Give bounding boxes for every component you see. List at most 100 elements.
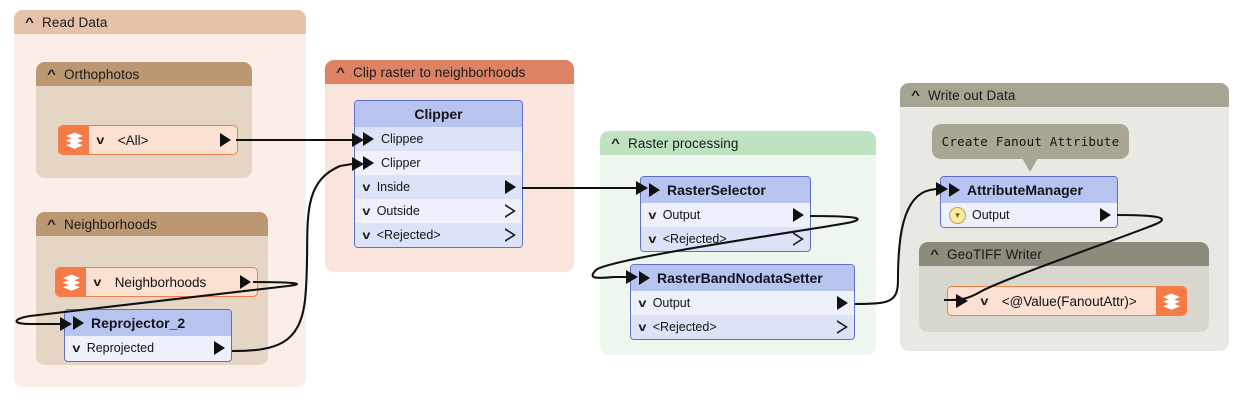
output-port-arrow-icon[interactable] [837, 296, 848, 310]
input-port-arrow-icon[interactable] [949, 183, 960, 197]
port-label: Inside [376, 180, 411, 194]
conditional-output-icon[interactable]: ▾ [949, 206, 966, 224]
port-clipper-clippee[interactable]: Clippee [355, 127, 522, 151]
group-clip-raster-title: Clip raster to neighborhoods [353, 64, 526, 80]
group-read-data-title: Read Data [42, 14, 108, 30]
port-label: <Rejected> [652, 320, 717, 334]
feature-type-all-label: <All> [117, 132, 149, 148]
port-raster-selector-output[interactable]: v Output [641, 203, 810, 227]
chevron-down-icon[interactable]: v [362, 204, 371, 218]
node-attribute-manager-label: AttributeManager [967, 182, 1083, 198]
chevron-down-icon[interactable]: v [362, 228, 371, 242]
input-port-arrow-icon[interactable] [363, 132, 374, 146]
port-label: <Rejected> [376, 228, 441, 242]
chevron-down-icon[interactable]: v [638, 320, 647, 334]
node-clipper-label: Clipper [414, 106, 463, 122]
group-orthophotos[interactable]: ^ Orthophotos [36, 62, 252, 178]
node-attribute-manager-title[interactable]: AttributeManager [941, 177, 1117, 203]
annotation-create-fanout-attribute[interactable]: Create Fanout Attribute [932, 124, 1129, 159]
port-label: Output [652, 296, 691, 310]
output-port-arrow-icon[interactable] [240, 275, 251, 289]
output-port-arrow-outline-icon[interactable] [505, 204, 516, 218]
output-port-arrow-outline-icon[interactable] [793, 232, 804, 246]
output-port-arrow-icon[interactable] [220, 133, 231, 147]
input-port-arrow-icon[interactable] [363, 156, 374, 170]
group-clip-raster-header[interactable]: ^ Clip raster to neighborhoods [325, 60, 574, 84]
node-attribute-manager[interactable]: AttributeManager ▾ Output [940, 176, 1118, 228]
chevron-down-icon[interactable]: v [648, 232, 657, 246]
port-clipper-outside[interactable]: v Outside [355, 199, 522, 223]
node-raster-band-nodata-setter[interactable]: RasterBandNodataSetter v Output v <Rejec… [630, 264, 855, 340]
output-port-arrow-icon[interactable] [505, 180, 516, 194]
port-raster-band-nodata-setter-rejected[interactable]: v <Rejected> [631, 315, 854, 339]
output-port-arrow-icon[interactable] [1100, 208, 1111, 222]
port-clipper-inside[interactable]: v Inside [355, 175, 522, 199]
chevron-down-icon[interactable]: v [638, 296, 647, 310]
chevron-down-icon[interactable]: v [362, 180, 371, 194]
chevron-down-icon[interactable]: v [648, 208, 657, 222]
group-orthophotos-header[interactable]: ^ Orthophotos [36, 62, 252, 86]
group-geotiff-writer-title: GeoTIFF Writer [947, 246, 1042, 262]
chevron-up-icon[interactable]: ^ [336, 65, 345, 79]
node-reprojector-2-label: Reprojector_2 [91, 315, 186, 331]
chevron-up-icon[interactable]: ^ [911, 88, 920, 102]
chevron-up-icon[interactable]: ^ [47, 217, 56, 231]
port-label: Outside [376, 204, 420, 218]
chevron-down-icon[interactable]: v [72, 341, 81, 355]
chevron-up-icon[interactable]: ^ [930, 247, 939, 261]
port-label: Output [662, 208, 701, 222]
port-label: Output [972, 208, 1010, 222]
output-port-arrow-icon[interactable] [214, 341, 225, 355]
chevron-down-icon[interactable]: v [93, 275, 102, 289]
group-write-out-data-header[interactable]: ^ Write out Data [900, 83, 1229, 107]
port-clipper-clipper[interactable]: Clipper [355, 151, 522, 175]
node-raster-selector-title[interactable]: RasterSelector [641, 177, 810, 203]
chevron-down-icon[interactable]: v [980, 294, 989, 308]
group-read-data-header[interactable]: ^ Read Data [14, 10, 306, 34]
port-label: Clipper [381, 156, 421, 170]
port-label: Reprojected [86, 341, 155, 355]
feature-type-neighborhoods-body[interactable]: v Neighborhoods [86, 268, 257, 296]
feature-type-all-body[interactable]: v <All> [89, 126, 237, 154]
node-clipper-title[interactable]: Clipper [355, 101, 522, 127]
node-raster-band-nodata-setter-title[interactable]: RasterBandNodataSetter [631, 265, 854, 291]
input-port-arrow-icon[interactable] [639, 271, 650, 285]
node-raster-band-nodata-setter-label: RasterBandNodataSetter [657, 270, 823, 286]
port-label: <Rejected> [662, 232, 727, 246]
group-raster-processing-header[interactable]: ^ Raster processing [600, 131, 876, 155]
node-reprojector-2[interactable]: Reprojector_2 v Reprojected [64, 309, 232, 362]
feature-type-neighborhoods[interactable]: v Neighborhoods [55, 267, 258, 297]
feature-type-all[interactable]: v <All> [58, 125, 238, 155]
group-neighborhoods-title: Neighborhoods [64, 216, 157, 232]
feature-type-fanout[interactable]: v <@Value(FanoutAttr)> [947, 286, 1187, 316]
group-neighborhoods-header[interactable]: ^ Neighborhoods [36, 212, 268, 236]
input-port-arrow-icon[interactable] [956, 294, 967, 308]
group-geotiff-writer-header[interactable]: ^ GeoTIFF Writer [919, 242, 1209, 266]
port-clipper-rejected[interactable]: v <Rejected> [355, 223, 522, 247]
chevron-up-icon[interactable]: ^ [611, 136, 620, 150]
port-raster-selector-rejected[interactable]: v <Rejected> [641, 227, 810, 251]
node-raster-selector-label: RasterSelector [667, 182, 766, 198]
layers-stack-icon [59, 126, 89, 154]
chevron-up-icon[interactable]: ^ [25, 15, 34, 29]
output-port-arrow-outline-icon[interactable] [837, 320, 848, 334]
node-reprojector-2-title[interactable]: Reprojector_2 [65, 310, 231, 336]
feature-type-fanout-label: <@Value(FanoutAttr)> [1001, 293, 1137, 309]
output-port-arrow-outline-icon[interactable] [505, 228, 516, 242]
group-orthophotos-title: Orthophotos [64, 66, 140, 82]
chevron-down-icon[interactable]: v [96, 133, 105, 147]
port-reprojector-2-reprojected[interactable]: v Reprojected [65, 336, 231, 360]
port-attribute-manager-output[interactable]: ▾ Output [941, 203, 1117, 227]
node-clipper[interactable]: Clipper Clippee Clipper v Inside v Outsi… [354, 100, 523, 248]
layers-stack-icon [1156, 287, 1186, 315]
output-port-arrow-icon[interactable] [793, 208, 804, 222]
feature-type-fanout-body[interactable]: v <@Value(FanoutAttr)> [948, 287, 1156, 315]
node-raster-selector[interactable]: RasterSelector v Output v <Rejected> [640, 176, 811, 252]
input-port-arrow-icon[interactable] [73, 316, 84, 330]
feature-type-neighborhoods-label: Neighborhoods [114, 274, 207, 290]
port-raster-band-nodata-setter-output[interactable]: v Output [631, 291, 854, 315]
port-label: Clippee [381, 132, 424, 146]
chevron-up-icon[interactable]: ^ [47, 67, 56, 81]
group-write-out-data-title: Write out Data [928, 87, 1016, 103]
input-port-arrow-icon[interactable] [649, 183, 660, 197]
